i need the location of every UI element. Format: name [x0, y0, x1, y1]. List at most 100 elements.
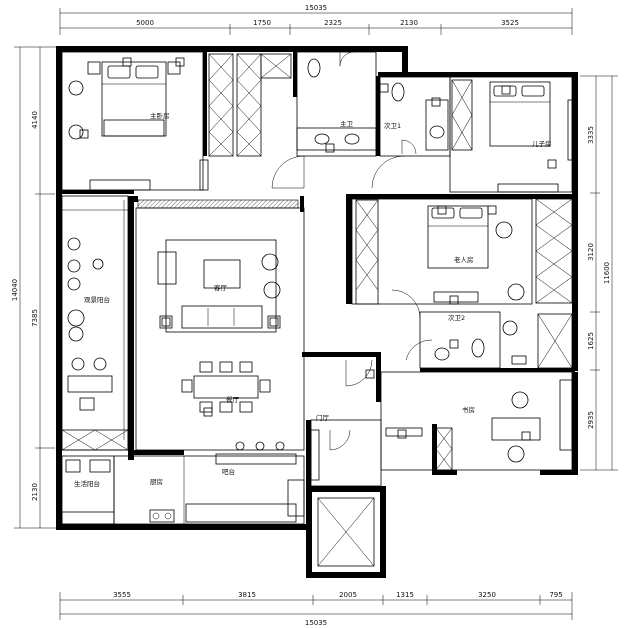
right-dimension-1: 3335	[587, 126, 595, 144]
ceiling-light-icon	[325, 143, 335, 153]
left-dimension-1: 4140	[31, 111, 39, 129]
desk-icon	[491, 417, 541, 441]
second-bath-2	[419, 311, 573, 369]
plant-icon	[68, 326, 84, 342]
ceiling-light-icon	[547, 159, 557, 169]
counter	[185, 503, 297, 523]
bottom-dimension-lines	[59, 592, 573, 620]
dining-room-label: 餐厅	[226, 395, 240, 404]
top-dimension-5: 3525	[501, 19, 519, 27]
living-balcony-label: 生活阳台	[74, 479, 100, 488]
study	[380, 371, 573, 471]
bed-icon	[427, 205, 489, 269]
stool-icon	[255, 441, 265, 451]
kitchen-label: 厨房	[150, 477, 163, 486]
dining-room	[181, 361, 271, 413]
chair-icon	[199, 401, 213, 413]
ceiling-light-icon	[269, 317, 279, 327]
right-dimension-4: 2935	[587, 411, 595, 429]
ceiling-light-icon	[79, 129, 89, 139]
child-room-label: 儿子房	[532, 139, 552, 148]
sink-icon	[344, 133, 360, 145]
ceiling-light-icon	[437, 205, 447, 215]
right-dimension-2: 3120	[587, 243, 595, 261]
top-dimension-lines	[59, 8, 573, 35]
wall-cabinet	[199, 159, 209, 191]
chair-icon	[181, 379, 193, 393]
second-bath-2-label: 次卫2	[448, 313, 465, 322]
chair-icon	[79, 397, 95, 411]
living-room-label: 客厅	[214, 283, 228, 292]
door-swings	[271, 139, 433, 387]
ceiling-light-icon	[379, 83, 389, 93]
bottom-dimension-2: 3815	[238, 591, 256, 599]
plant-icon	[67, 309, 85, 327]
foyer	[310, 419, 382, 487]
ceiling-light-icon	[397, 429, 407, 439]
bottom-dimension-5: 3250	[478, 591, 496, 599]
ceiling-light-icon	[521, 431, 531, 441]
armchair-icon	[157, 251, 177, 285]
elder-room	[351, 198, 573, 305]
armchair-icon	[68, 80, 84, 96]
nightstand-icon	[167, 61, 181, 75]
bottom-dimension-6: 795	[549, 591, 562, 599]
toilet-icon	[307, 58, 321, 78]
master-bath-label: 主卫	[340, 119, 354, 128]
living-balcony	[61, 455, 115, 525]
ceiling-light-icon	[487, 205, 497, 215]
plant-icon	[502, 320, 518, 336]
chair-icon	[67, 277, 81, 291]
bar-counter	[215, 453, 297, 465]
child-room	[449, 76, 573, 193]
elder-room-label: 老人房	[454, 255, 474, 264]
armchair-icon	[263, 281, 281, 299]
plant-icon	[507, 283, 525, 301]
master-bedroom	[61, 51, 209, 191]
chair-icon	[239, 361, 253, 373]
view-balcony-label: 观景阳台	[84, 295, 110, 304]
ceiling-light-icon	[431, 97, 441, 107]
sofa-icon	[181, 305, 263, 329]
second-bath-1	[379, 76, 451, 157]
right-dimension-lines	[580, 75, 618, 471]
chair-icon	[67, 237, 81, 251]
kitchen	[113, 441, 305, 525]
living-room	[135, 207, 305, 451]
ceiling-light-icon	[122, 57, 132, 67]
chair-icon	[219, 361, 233, 373]
nightstand-icon	[87, 61, 101, 75]
breakfast-bar-label: 吧台	[222, 467, 235, 476]
stool-icon	[93, 357, 107, 371]
ceiling-light-icon	[501, 85, 511, 95]
chair-icon	[199, 361, 213, 373]
ceiling-light-icon	[365, 369, 375, 379]
chair-icon	[259, 379, 271, 393]
stool-icon	[71, 357, 85, 371]
toilet-icon	[391, 82, 405, 102]
armchair-icon	[261, 253, 279, 271]
left-dimension-3: 2130	[31, 483, 39, 501]
armchair-icon	[495, 221, 513, 239]
ceiling-light-icon	[175, 57, 185, 67]
top-dimension-4: 2130	[400, 19, 418, 27]
ceiling-light-icon	[449, 339, 459, 349]
bed-icon	[489, 81, 551, 147]
chair-icon	[67, 259, 81, 273]
left-dimension-lines	[14, 46, 60, 529]
view-balcony	[61, 195, 129, 451]
bottom-total-dimension: 15035	[305, 619, 327, 627]
foyer-label: 门厅	[316, 413, 330, 422]
ceiling-light-icon	[161, 317, 171, 327]
bottom-dimension-3: 2005	[339, 591, 357, 599]
top-dimension-1: 5000	[136, 19, 154, 27]
stool-icon	[275, 441, 285, 451]
second-bath-1-label: 次卫1	[384, 121, 401, 130]
coffee-table-icon	[203, 259, 241, 289]
left-dimension-2: 7385	[31, 309, 39, 327]
top-dimension-2: 1750	[253, 19, 271, 27]
right-dimension-3: 1625	[587, 332, 595, 350]
top-dimension-3: 2325	[324, 19, 342, 27]
chair-icon	[239, 401, 253, 413]
